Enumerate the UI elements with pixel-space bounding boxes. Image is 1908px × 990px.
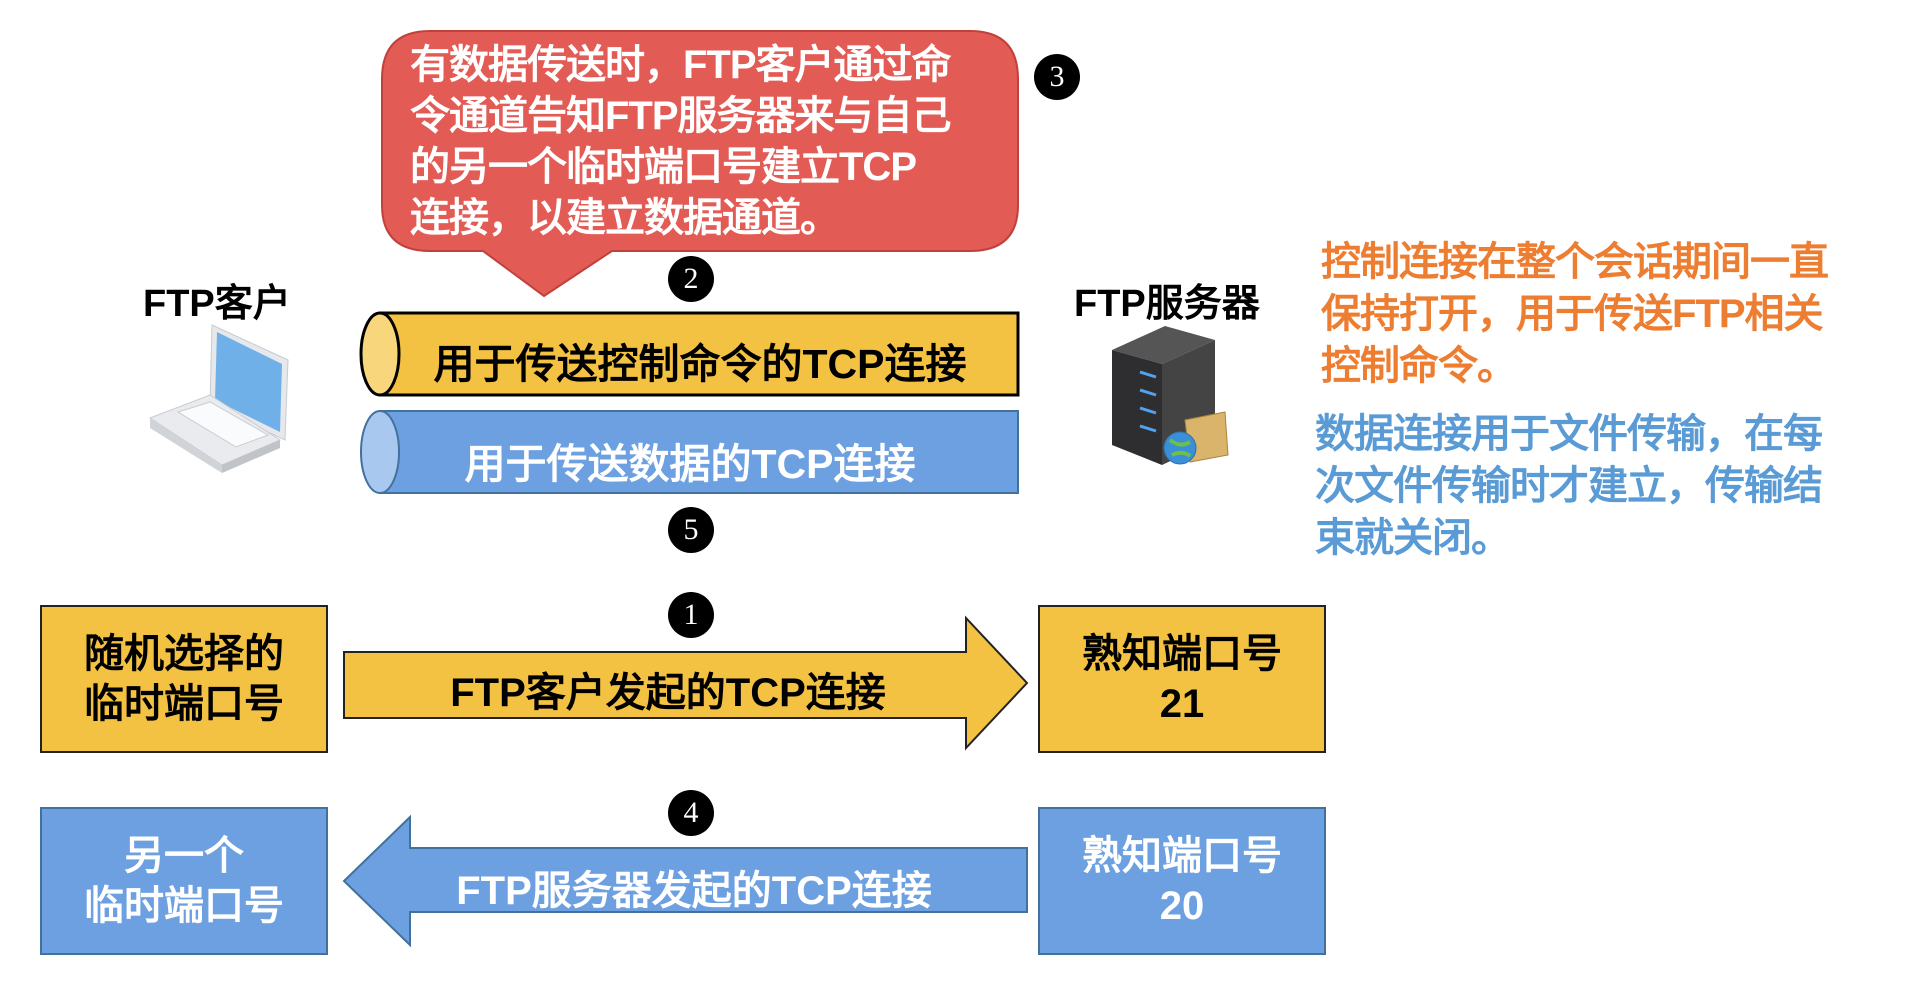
- box-line: 熟知端口号: [1082, 834, 1282, 878]
- data-connection-cylinder: [360, 410, 1019, 494]
- note-line: 控制连接在整个会话期间一直: [1321, 240, 1829, 284]
- box-line: 另一个: [124, 834, 244, 878]
- step-1-marker: 1: [668, 592, 714, 638]
- box-line: 临时端口号: [84, 884, 284, 928]
- note-line: 保持打开，用于传送FTP相关: [1321, 292, 1824, 336]
- client-label: FTP客户: [143, 283, 291, 325]
- note-line: 束就关闭。: [1315, 516, 1511, 560]
- box-line: 熟知端口号: [1082, 632, 1282, 676]
- box-line: 随机选择的: [84, 632, 284, 676]
- server-icon: [1112, 326, 1229, 465]
- server-initiated-arrow: [342, 814, 1028, 948]
- server-port-20-box: 熟知端口号 20: [1038, 807, 1326, 955]
- control-connection-label: 用于传送控制命令的TCP连接: [433, 341, 967, 387]
- bubble-line: 的另一个临时端口号建立TCP: [410, 145, 917, 189]
- client-initiated-arrow: [343, 615, 1029, 751]
- server-initiated-label: FTP服务器发起的TCP连接: [456, 869, 932, 913]
- note-line: 数据连接用于文件传输，在每: [1315, 412, 1823, 456]
- speech-bubble: [381, 30, 1019, 298]
- laptop-icon: [148, 324, 289, 473]
- bubble-line: 连接，以建立数据通道。: [410, 196, 840, 240]
- client-other-port-box: 另一个 临时端口号: [40, 807, 328, 955]
- control-connection-note: 控制连接在整个会话期间一直 保持打开，用于传送FTP相关 控制命令。: [1321, 236, 1829, 392]
- step-5-marker: 5: [668, 507, 714, 553]
- step-2-marker: 2: [668, 256, 714, 302]
- data-connection-note: 数据连接用于文件传输，在每 次文件传输时才建立，传输结 束就关闭。: [1315, 408, 1823, 564]
- box-line: 21: [1159, 682, 1205, 726]
- server-port-21-box: 熟知端口号 21: [1038, 605, 1326, 753]
- bubble-line: 有数据传送时，FTP客户通过命: [410, 43, 952, 87]
- note-line: 次文件传输时才建立，传输结: [1315, 464, 1823, 508]
- client-random-port-box: 随机选择的 临时端口号: [40, 605, 328, 753]
- bubble-text: 有数据传送时，FTP客户通过命 令通道告知FTP服务器来与自己 的另一个临时端口…: [410, 40, 1010, 244]
- client-initiated-label: FTP客户发起的TCP连接: [450, 671, 886, 715]
- data-connection-label: 用于传送数据的TCP连接: [464, 441, 916, 487]
- step-4-marker: 4: [668, 790, 714, 836]
- bubble-line: 令通道告知FTP服务器来与自己: [410, 94, 952, 138]
- box-line: 20: [1159, 884, 1205, 928]
- box-line: 临时端口号: [84, 682, 284, 726]
- server-label: FTP服务器: [1074, 283, 1260, 325]
- note-line: 控制命令。: [1321, 344, 1517, 388]
- control-connection-cylinder: [359, 311, 1020, 397]
- step-3-marker: 3: [1034, 54, 1080, 100]
